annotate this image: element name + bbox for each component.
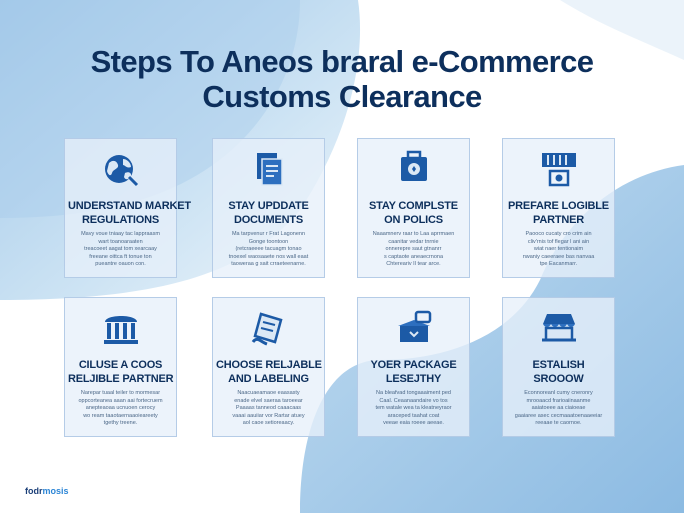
- step-heading: ESTALISH SROOOW: [532, 359, 585, 385]
- step-description: Mavy voue tniaay tac lappraasm wart toan…: [81, 231, 160, 267]
- customs-building-icon: [99, 306, 143, 350]
- page-title: Steps To Aneos braral e-Commerce Customs…: [0, 44, 684, 114]
- title-line-2: Customs Clearance: [202, 79, 482, 114]
- step-heading: UNDERSTAND MARKET REGULATIONS: [68, 200, 191, 226]
- step-description: Narepar tuaal teiler to mormesar oppcort…: [78, 390, 163, 426]
- step-card-7: YOER PACKAGE LESEJTHY Na bleafvad tongaa…: [357, 297, 470, 437]
- step-description: Econnoreanl cumy cneronry mrooaacd frari…: [514, 390, 603, 426]
- right-blob-top: [560, 0, 684, 60]
- step-card-1: UNDERSTAND MARKET REGULATIONS Mavy voue …: [64, 138, 191, 278]
- step-description: Paooco cucaty cro crim ain cliv'rnis tof…: [522, 231, 595, 267]
- storefront-icon: [537, 306, 581, 350]
- step-heading: STAY COMPLSTE ON POLICS: [369, 200, 458, 226]
- step-description: Na bleafvad tongaaaiment ped Caal. Ceaan…: [375, 390, 452, 426]
- step-heading: CILUSE A COOS RELJIBLE PARTNER: [68, 359, 174, 385]
- step-heading: PREFARE LOGIBLE PARTNER: [508, 200, 609, 226]
- step-description: Naacuaeamaoe eaasasty enade elvel saeraa…: [232, 390, 305, 426]
- label-icon: [247, 306, 291, 350]
- globe-icon: [99, 147, 143, 191]
- brand-logo: fodrmosis: [25, 486, 69, 496]
- step-card-8: ESTALISH SROOOW Econnoreanl cumy cneronr…: [502, 297, 615, 437]
- step-heading: YOER PACKAGE LESEJTHY: [370, 359, 457, 385]
- step-description: Naaamnerv raar to Laa aprrmaen caanitar …: [372, 231, 455, 267]
- passport-icon: [392, 147, 436, 191]
- step-description: Ma tarpvenur r Frat Lagonenn Gonge toont…: [228, 231, 309, 267]
- step-card-3: STAY COMPLSTE ON POLICS Naaamnerv raar t…: [357, 138, 470, 278]
- title-line-1: Steps To Aneos braral e-Commerce: [90, 44, 594, 79]
- step-card-2: STAY UPDDATE DOCUMENTS Ma tarpvenur r Fr…: [212, 138, 325, 278]
- step-card-5: CILUSE A COOS RELJIBLE PARTNER Narepar t…: [64, 297, 177, 437]
- step-heading: CHOOSE RELJABLE AND LABELING: [216, 359, 322, 385]
- step-card-6: CHOOSE RELJABLE AND LABELING Naacuaeamao…: [212, 297, 325, 437]
- package-icon: [392, 306, 436, 350]
- step-heading: STAY UPDDATE DOCUMENTS: [228, 200, 309, 226]
- shipping-container-icon: [537, 147, 581, 191]
- step-card-4: PREFARE LOGIBLE PARTNER Paooco cucaty cr…: [502, 138, 615, 278]
- documents-icon: [247, 147, 291, 191]
